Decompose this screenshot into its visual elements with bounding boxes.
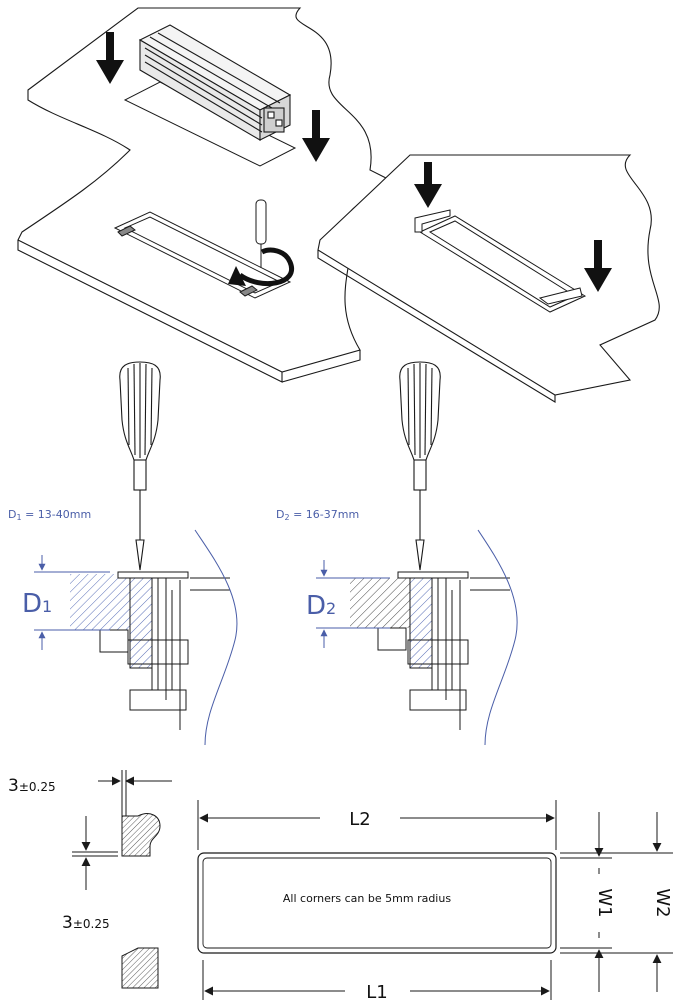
depth-label-right: D2 = 16-37mm: [276, 508, 359, 522]
cutout-outline: [197, 852, 557, 954]
lighting-module: [138, 24, 292, 141]
dimension-w: [560, 812, 673, 992]
down-arrow-icon: [302, 110, 330, 162]
thickness-label-bottom: 3±0.25: [62, 913, 110, 933]
depth-dimension-right: [316, 560, 390, 648]
dimension-l2: [197, 800, 557, 850]
module-cutout: [123, 81, 297, 167]
dimension-l1: [202, 960, 552, 1000]
isometric-panel-right: [317, 154, 660, 403]
depth-marker-right: D2: [306, 591, 336, 621]
depth-label-left: D1 = 13-40mm: [8, 508, 91, 522]
depth-marker-left: D1: [22, 589, 52, 619]
down-arrow-icon: [584, 240, 612, 292]
thickness-detail: [72, 770, 172, 989]
rotate-arrow-icon: [228, 247, 295, 287]
screwdriver-right: [399, 361, 441, 571]
mounting-frame-right: [414, 209, 587, 313]
dimension-w1-label: W1: [594, 888, 615, 917]
section-left: [70, 529, 238, 746]
screwdriver-icon: [255, 199, 267, 268]
depth-dimension-left: [34, 555, 110, 650]
dimension-l1-label: L1: [366, 982, 387, 1001]
down-arrow-icon: [414, 162, 442, 208]
dimension-w2-label: W2: [652, 888, 673, 917]
corner-radius-note: All corners can be 5mm radius: [283, 892, 451, 905]
thickness-label-top: 3±0.25: [8, 776, 56, 796]
dimension-l2-label: L2: [349, 809, 370, 830]
down-arrow-icon: [96, 32, 124, 84]
section-right: [350, 529, 518, 746]
screwdriver-left: [119, 361, 161, 571]
